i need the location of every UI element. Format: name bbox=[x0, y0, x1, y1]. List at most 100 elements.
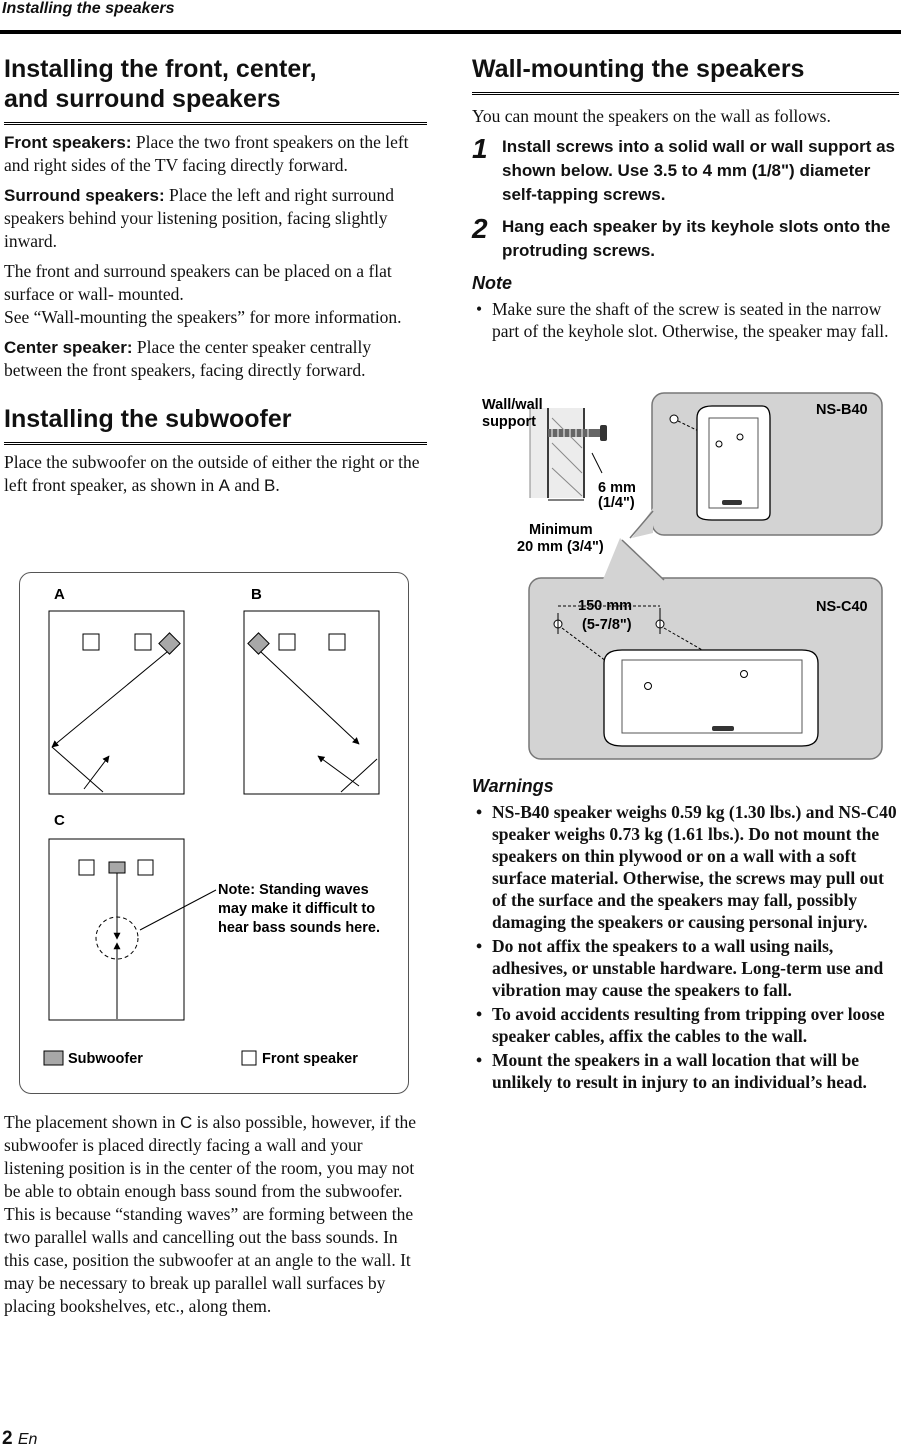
section-title-wall-mounting: Wall-mounting the speakers bbox=[472, 54, 899, 95]
warnings-heading: Warnings bbox=[472, 776, 554, 796]
room-b-diagram bbox=[243, 610, 380, 795]
screw-length-2: (1/4") bbox=[598, 495, 635, 511]
screw-icon bbox=[548, 425, 607, 441]
ns-c40-speaker-drawing bbox=[553, 605, 819, 747]
warning-item: To avoid accidents resulting from trippi… bbox=[472, 1003, 899, 1047]
right-column: Wall-mounting the speakers You can mount… bbox=[472, 44, 899, 344]
surround-speakers-text: Place the left and right surround speake… bbox=[4, 185, 394, 251]
center-speaker-paragraph: Center speaker: Place the center speaker… bbox=[4, 336, 427, 382]
sound-path-arrow bbox=[260, 651, 360, 745]
label-b: B bbox=[251, 586, 262, 603]
front-speaker-icon bbox=[328, 633, 346, 651]
subwoofer-icon bbox=[247, 632, 270, 655]
page-number: 2 En bbox=[2, 1428, 37, 1450]
reflection-line bbox=[51, 746, 104, 793]
flat-or-wall-text: The front and surround speakers can be p… bbox=[4, 261, 392, 304]
surround-speakers-label: Surround speakers: bbox=[4, 186, 165, 205]
subwoofer-icon bbox=[158, 632, 181, 655]
wall-intro: You can mount the speakers on the wall a… bbox=[472, 106, 831, 126]
minimum-label: Minimum bbox=[529, 522, 593, 538]
legend-front-swatch bbox=[241, 1050, 257, 1066]
step-text: Install screws into a solid wall or wall… bbox=[502, 137, 895, 204]
title-line-2: and surround speakers bbox=[4, 85, 281, 113]
spacing-value: 150 mm bbox=[578, 598, 632, 614]
note-leader-line bbox=[139, 889, 217, 931]
ref-c: C bbox=[179, 1113, 193, 1132]
minimum-value: 20 mm (3/4") bbox=[517, 539, 604, 555]
wall-mount-figure: Wall/wall support 6 mm (1/4") Minimum 20… bbox=[472, 388, 886, 764]
step-number: 2 bbox=[472, 213, 488, 244]
room-a-diagram bbox=[48, 610, 185, 795]
callout-pointer bbox=[602, 538, 667, 582]
label-a: A bbox=[54, 586, 65, 603]
model-ns-c40: NS-C40 bbox=[816, 599, 868, 615]
ref-b: B bbox=[263, 476, 276, 495]
spacing-inches: (5-7/8") bbox=[582, 617, 632, 633]
see-reference-text: See “Wall-mounting the speakers” for mor… bbox=[4, 307, 402, 327]
wall-section bbox=[529, 408, 585, 498]
placement-paragraph: The front and surround speakers can be p… bbox=[4, 260, 427, 329]
note-line-3: hear bass sounds here. bbox=[218, 920, 380, 936]
front-speakers-text: Place the two front speakers on the left… bbox=[4, 132, 409, 175]
front-speaker-icon bbox=[82, 633, 100, 651]
front-speaker-icon bbox=[134, 633, 152, 651]
step-text: Hang each speaker by its keyhole slots o… bbox=[502, 217, 891, 260]
step-number: 1 bbox=[472, 133, 488, 164]
step-2: 2 Hang each speaker by its keyhole slots… bbox=[472, 215, 899, 263]
legend-front-label: Front speaker bbox=[262, 1051, 358, 1067]
wall-label-1: Wall/wall bbox=[482, 397, 543, 413]
running-title: Installing the speakers bbox=[2, 0, 175, 17]
subwoofer-text: Place the subwoofer on the outside of ei… bbox=[4, 452, 420, 495]
step-1: 1 Install screws into a solid wall or wa… bbox=[472, 135, 899, 207]
legend-subwoofer-swatch bbox=[43, 1050, 64, 1066]
reflection-arrow bbox=[83, 755, 110, 790]
standing-wave-zone bbox=[95, 916, 139, 960]
model-ns-b40: NS-B40 bbox=[816, 402, 868, 418]
sound-path-arrow bbox=[51, 651, 168, 748]
warnings-section: Warnings NS-B40 speaker weighs 0.59 kg (… bbox=[472, 776, 899, 1095]
subwoofer-icon bbox=[108, 861, 126, 874]
and-text: and bbox=[229, 475, 264, 495]
warning-item: Do not affix the speakers to a wall usin… bbox=[472, 935, 899, 1001]
callout-line bbox=[621, 539, 665, 581]
screw-length-1: 6 mm bbox=[598, 480, 636, 496]
front-speakers-paragraph: Front speakers: Place the two front spea… bbox=[4, 131, 427, 177]
ref-a: A bbox=[218, 476, 230, 495]
front-speakers-label: Front speakers: bbox=[4, 133, 132, 152]
ns-b40-speaker-drawing bbox=[669, 405, 771, 521]
label-c: C bbox=[54, 812, 65, 829]
callout-line bbox=[629, 510, 654, 539]
front-speaker-icon bbox=[137, 859, 154, 876]
front-speaker-icon bbox=[78, 859, 95, 876]
center-speaker-text: Place the center speaker centrally betwe… bbox=[4, 337, 372, 380]
reflection-arrow bbox=[317, 755, 360, 787]
warning-item: Mount the speakers in a wall location th… bbox=[472, 1049, 899, 1093]
running-header: Installing the speakers bbox=[0, 0, 901, 34]
period: . bbox=[275, 475, 280, 495]
note-heading: Note bbox=[472, 273, 512, 293]
standing-waves-paragraph: The placement shown in C is also possibl… bbox=[4, 1111, 427, 1318]
title-line-1: Installing the front, center, bbox=[4, 55, 317, 83]
standing-waves-text: is also possible, however, if the subwoo… bbox=[4, 1112, 417, 1316]
section-title-subwoofer: Installing the subwoofer bbox=[4, 404, 427, 445]
front-speaker-icon bbox=[278, 633, 296, 651]
center-speaker-label: Center speaker: bbox=[4, 338, 133, 357]
subwoofer-paragraph: Place the subwoofer on the outside of ei… bbox=[4, 451, 427, 497]
warning-item: NS-B40 speaker weighs 0.59 kg (1.30 lbs.… bbox=[472, 801, 899, 933]
placement-figure: A B C bbox=[19, 572, 409, 1094]
note-item: Make sure the shaft of the screw is seat… bbox=[472, 298, 899, 342]
section-title-front-center-surround: Installing the front, center, and surrou… bbox=[4, 54, 427, 125]
page-number-value: 2 bbox=[2, 1428, 13, 1449]
surround-speakers-paragraph: Surround speakers: Place the left and ri… bbox=[4, 184, 427, 253]
warnings-list: NS-B40 speaker weighs 0.59 kg (1.30 lbs.… bbox=[472, 801, 899, 1093]
note-list: Make sure the shaft of the screw is seat… bbox=[472, 298, 899, 342]
page-language: En bbox=[17, 1431, 38, 1448]
note-line-2: may make it difficult to bbox=[218, 901, 375, 917]
dimension-leader bbox=[591, 452, 603, 474]
left-column: Installing the front, center, and surrou… bbox=[4, 44, 427, 504]
room-c-diagram bbox=[48, 838, 217, 1021]
wall-label-2: support bbox=[482, 414, 536, 430]
placement-c-text: The placement shown in bbox=[4, 1112, 180, 1132]
note-line-1: Note: Standing waves bbox=[218, 882, 369, 898]
reflection-line bbox=[340, 758, 378, 793]
